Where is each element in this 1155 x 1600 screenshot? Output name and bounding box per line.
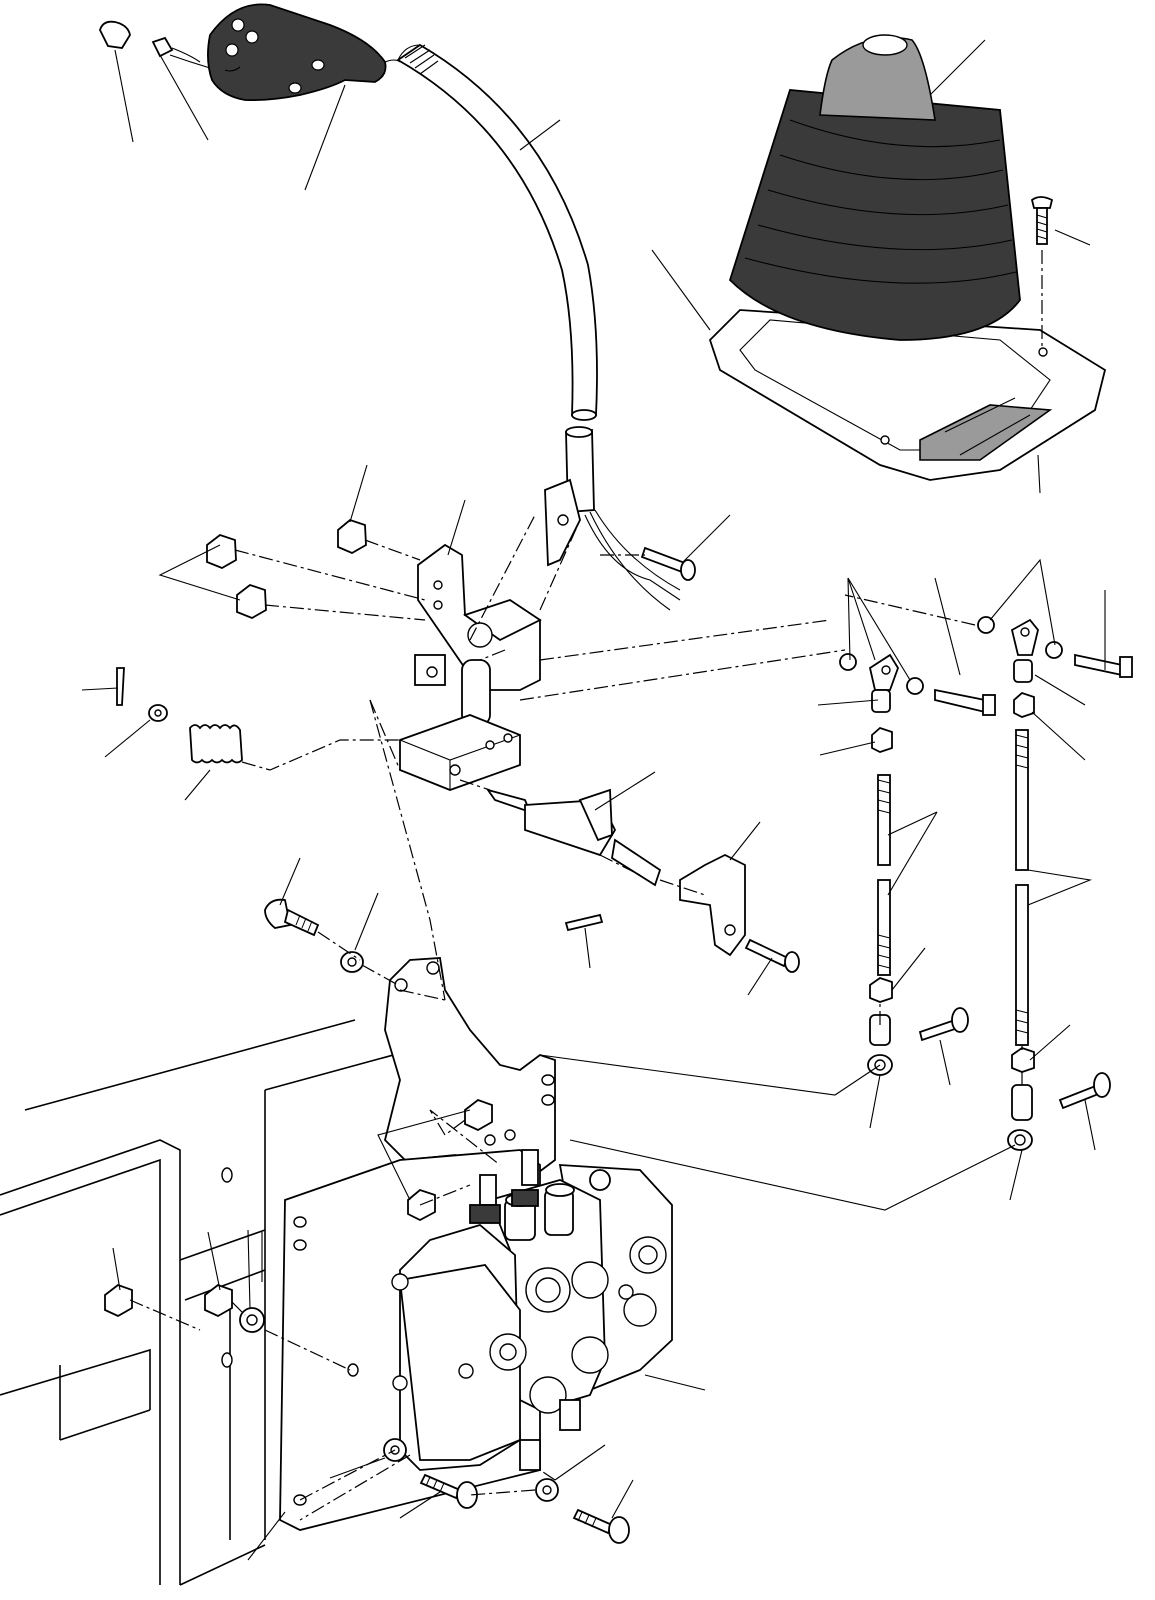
spring-washer: [148, 704, 168, 722]
base-washer-b: [535, 1478, 559, 1502]
ball-joint-upper-right: [977, 616, 1133, 718]
cable-sheath: [396, 43, 598, 513]
spring: [189, 724, 243, 764]
split-pin: [116, 667, 125, 706]
plate-bolt: [264, 898, 320, 937]
pivot-nut-left-b: [236, 583, 267, 619]
valve-nut-a: [464, 1098, 493, 1132]
plate-washer: [340, 951, 364, 973]
ball-joint-upper-left: [839, 653, 996, 753]
pivot-bracket: [414, 543, 542, 691]
assembly-lines: [129, 514, 1023, 1521]
leader-lines: [81, 39, 1106, 1561]
base-washer: [239, 1307, 265, 1333]
ball-joint-lower-right: [1007, 1072, 1111, 1151]
base-bolt-a: [419, 1473, 478, 1509]
cap-b: [151, 36, 211, 69]
base-nut-a: [104, 1283, 133, 1318]
base-bolt-b: [572, 1508, 630, 1544]
ball-joint-lower-left: [867, 1007, 969, 1076]
cap-a: [99, 20, 131, 49]
rod-right: [1011, 729, 1035, 1073]
arm-screw: [744, 938, 800, 973]
chassis-panel: [0, 1019, 431, 1586]
clamp-screw: [640, 546, 696, 581]
rod-left: [869, 774, 893, 1003]
cable-clamp: [544, 478, 681, 611]
rubber-boot: [728, 34, 1021, 341]
pin: [564, 913, 604, 932]
lever-arm: [679, 853, 746, 957]
universal-joint-block: [399, 659, 521, 791]
boot-screw: [1030, 196, 1054, 350]
pivot-nut-top: [337, 518, 367, 555]
base-nut-b: [204, 1283, 233, 1318]
joystick-grip: [207, 3, 401, 102]
control-valve: [391, 1149, 673, 1471]
pivot-nut-left-a: [206, 533, 237, 569]
lever-shaft: [485, 788, 662, 887]
